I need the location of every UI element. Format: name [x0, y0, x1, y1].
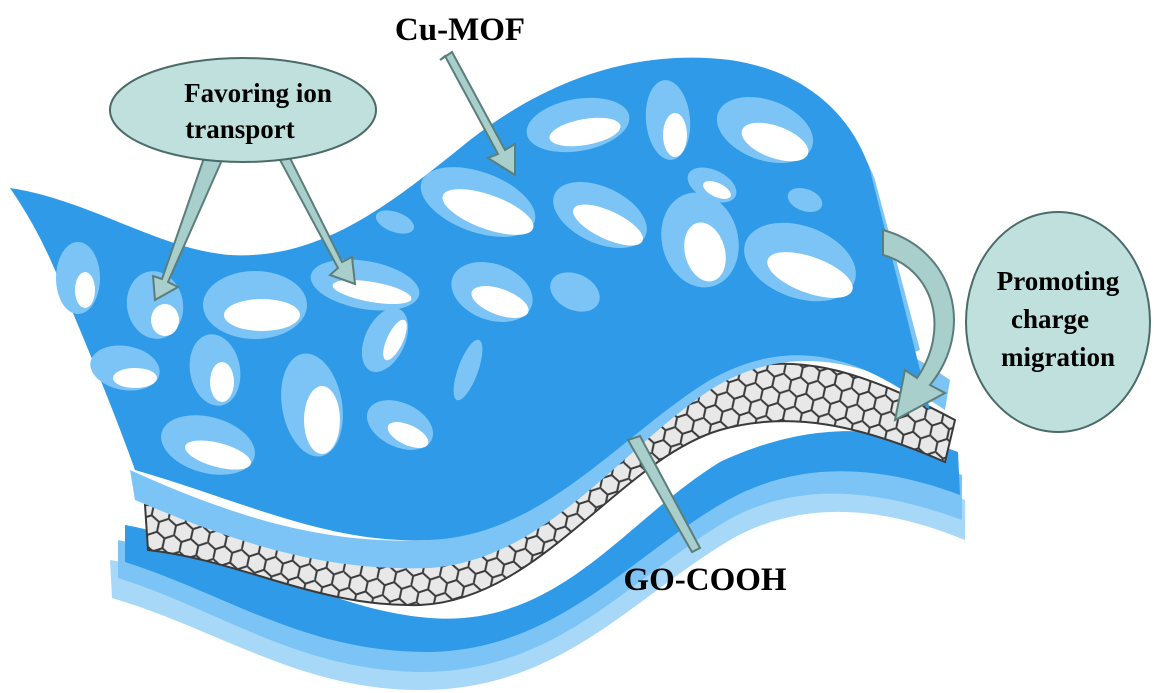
label-cu-mof: Cu-MOF	[395, 12, 525, 48]
label-promoting-line3: migration	[1001, 342, 1115, 372]
label-favoring-ion-line1: Favoring ion	[184, 78, 332, 108]
label-favoring-ion-line2: transport	[185, 114, 295, 144]
label-promoting-line1: Promoting	[997, 266, 1120, 296]
pore	[203, 271, 307, 339]
label-go-cooh: GO-COOH	[623, 562, 786, 598]
label-promoting-line2: charge	[1011, 304, 1089, 334]
bubble-ion-transport	[110, 58, 376, 162]
pore	[56, 242, 100, 314]
